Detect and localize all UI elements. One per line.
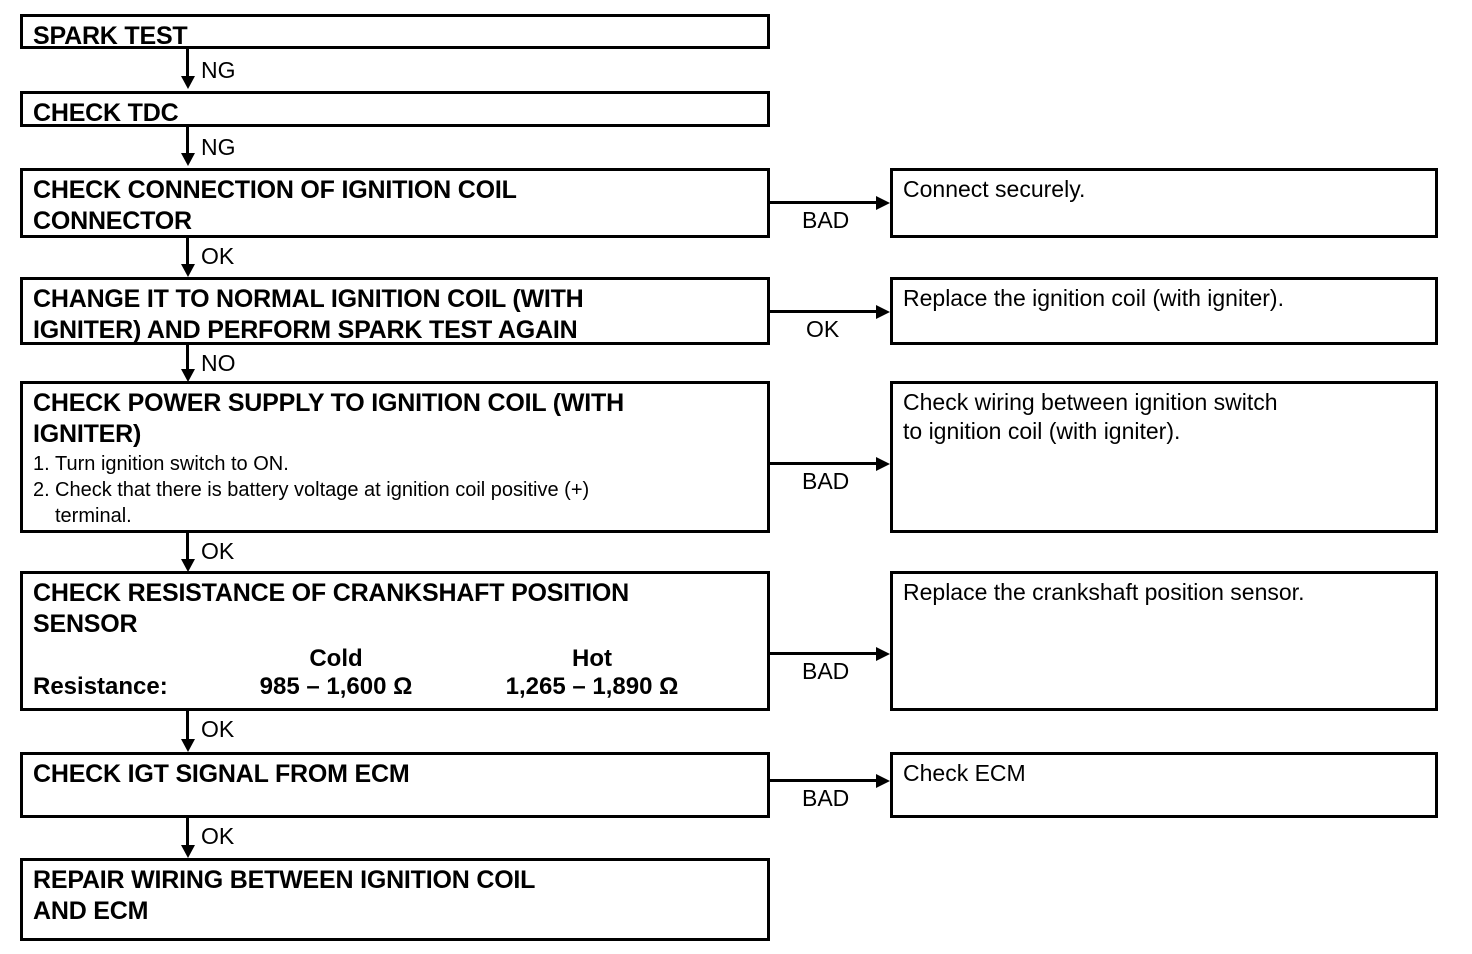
connector-arrow-right <box>876 457 890 471</box>
resistance-value-cold: 985 – 1,600 Ω <box>259 672 413 700</box>
substep-list: 1.Turn ignition switch to ON. 2.Check th… <box>33 451 759 529</box>
column-header-cold: Cold <box>309 645 363 672</box>
connector-line-vertical <box>186 238 189 266</box>
step-box-repair-wiring: REPAIR WIRING BETWEEN IGNITION COIL AND … <box>20 858 770 941</box>
outcome-label: Replace the ignition coil (with igniter)… <box>903 285 1284 311</box>
outcome-label: Connect securely. <box>903 176 1086 202</box>
substep-1: 1.Turn ignition switch to ON. <box>33 451 759 477</box>
connector-line-vertical <box>186 818 189 846</box>
resistance-value-hot: 1,265 – 1,890 Ω <box>505 672 679 700</box>
branch-label-ok: OK <box>806 316 840 342</box>
step-label: CHECK CONNECTION OF IGNITION COIL CONNEC… <box>33 176 517 235</box>
outcome-box-check-ecm: Check ECM <box>890 752 1438 818</box>
substep-number: 2. <box>33 479 50 501</box>
connector-line-vertical <box>186 49 189 78</box>
step-label: CHECK RESISTANCE OF CRANKSHAFT POSITION … <box>33 579 629 638</box>
connector-label-ok-2: OK <box>201 538 235 564</box>
resistance-table-row: Resistance: 985 – 1,600 Ω 1,265 – 1,890 … <box>33 673 759 701</box>
connector-label-no: NO <box>201 350 236 376</box>
connector-arrow-down <box>181 845 195 858</box>
connector-arrow-down <box>181 264 195 277</box>
connector-arrow-down <box>181 153 195 166</box>
step-label: CHECK POWER SUPPLY TO IGNITION COIL (WIT… <box>33 389 624 448</box>
step-label: SPARK TEST <box>33 22 188 50</box>
outcome-label: Replace the crankshaft position sensor. <box>903 579 1305 605</box>
row-label-resistance: Resistance: <box>33 672 168 700</box>
step-box-check-power-supply: CHECK POWER SUPPLY TO IGNITION COIL (WIT… <box>20 381 770 533</box>
connector-arrow-right <box>876 305 890 319</box>
branch-label-bad-4: BAD <box>802 785 850 811</box>
connector-arrow-down <box>181 369 195 382</box>
connector-label-ok-4: OK <box>201 823 235 849</box>
branch-label-bad-3: BAD <box>802 658 850 684</box>
connector-arrow-down <box>181 559 195 572</box>
connector-line-horizontal <box>770 310 878 313</box>
step-box-check-tdc: CHECK TDC <box>20 91 770 127</box>
step-box-change-coil: CHANGE IT TO NORMAL IGNITION COIL (WITH … <box>20 277 770 345</box>
connector-line-horizontal <box>770 779 878 782</box>
outcome-box-check-wiring: Check wiring between ignition switch to … <box>890 381 1438 533</box>
connector-label-ng-2: NG <box>201 134 236 160</box>
connector-label-ok-3: OK <box>201 716 235 742</box>
outcome-box-connect-securely: Connect securely. <box>890 168 1438 238</box>
connector-label-ng-1: NG <box>201 57 236 83</box>
connector-line-horizontal <box>770 652 878 655</box>
substep-number: 1. <box>33 453 50 475</box>
resistance-table-header: Cold Hot <box>33 645 759 673</box>
outcome-box-replace-coil: Replace the ignition coil (with igniter)… <box>890 277 1438 345</box>
connector-arrow-right <box>876 647 890 661</box>
connector-arrow-down <box>181 739 195 752</box>
outcome-label: Check wiring between ignition switch to … <box>903 389 1278 444</box>
step-label: CHECK IGT SIGNAL FROM ECM <box>33 760 410 788</box>
connector-line-vertical <box>186 127 189 155</box>
outcome-label: Check ECM <box>903 760 1026 786</box>
substep-text: Turn ignition switch to ON. <box>55 453 289 475</box>
connector-arrow-right <box>876 196 890 210</box>
substep-text: Check that there is battery voltage at i… <box>55 479 590 527</box>
step-box-check-igt: CHECK IGT SIGNAL FROM ECM <box>20 752 770 818</box>
connector-line-vertical <box>186 711 189 741</box>
connector-line-horizontal <box>770 201 878 204</box>
step-label: CHECK TDC <box>33 99 179 127</box>
resistance-table: Cold Hot Resistance: 985 – 1,600 Ω 1,265… <box>33 645 759 700</box>
connector-line-vertical <box>186 533 189 561</box>
outcome-box-replace-sensor: Replace the crankshaft position sensor. <box>890 571 1438 711</box>
connector-line-vertical <box>186 345 189 371</box>
step-label: CHANGE IT TO NORMAL IGNITION COIL (WITH … <box>33 285 584 344</box>
step-label: REPAIR WIRING BETWEEN IGNITION COIL AND … <box>33 866 536 925</box>
branch-label-bad-1: BAD <box>802 207 850 233</box>
connector-line-horizontal <box>770 462 878 465</box>
column-header-hot: Hot <box>572 645 612 672</box>
step-box-check-connection: CHECK CONNECTION OF IGNITION COIL CONNEC… <box>20 168 770 238</box>
step-box-check-resistance: CHECK RESISTANCE OF CRANKSHAFT POSITION … <box>20 571 770 711</box>
branch-label-bad-2: BAD <box>802 468 850 494</box>
connector-label-ok-1: OK <box>201 243 235 269</box>
step-box-spark-test: SPARK TEST <box>20 14 770 50</box>
connector-arrow-down <box>181 76 195 89</box>
substep-2: 2.Check that there is battery voltage at… <box>33 477 759 529</box>
connector-arrow-right <box>876 774 890 788</box>
spacer-cell <box>33 645 205 673</box>
